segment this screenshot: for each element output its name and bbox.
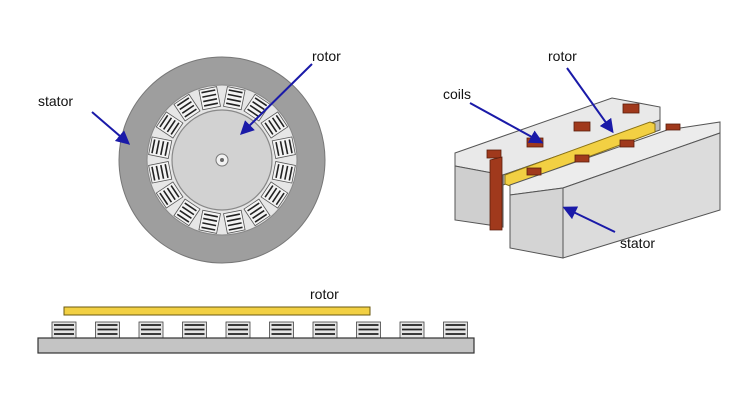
linear-coil [51,321,77,339]
stator-slot [173,198,201,227]
linear-coil [356,321,381,339]
stator-slot [148,161,173,184]
rotor-label-linear: rotor [310,286,339,302]
coil-top [486,149,502,159]
stator-slot [155,111,184,139]
coil-front [489,156,503,231]
stator-slot [155,181,184,209]
rotor-shaft-center [220,158,224,162]
stator-slot [223,209,246,234]
stator-slot [260,111,289,139]
stator-slot [271,136,296,159]
coils-arrow [469,102,544,144]
linear-coil [95,321,120,339]
linear-coil [399,321,425,339]
rotor-strip [63,306,371,316]
stator-label-right: stator [620,235,656,251]
stator-arrow-left [91,111,131,145]
linear-coil [269,321,294,339]
rotor-label-right: rotor [548,48,577,64]
rotor-label-left: rotor [312,48,341,64]
stator-slot [198,86,221,111]
stator-slot [223,86,246,111]
coils-label: coils [443,86,472,102]
stator-arrow-right [562,206,616,233]
stator-slot [148,136,173,159]
stator-slot [243,93,271,122]
linear-coil [443,321,468,339]
coil-top [622,103,640,114]
coil-front-top [526,167,542,176]
coil-top [573,121,591,132]
coil-front-top [619,139,635,148]
coil-front-top [574,154,590,163]
stator-label-left: stator [38,93,74,109]
stator-slot [173,93,201,122]
stator-slot [198,209,221,234]
stator-slot [271,161,296,184]
rotor-bar [504,121,656,187]
coil-front-top [665,123,681,131]
linear-coil-row [51,321,468,339]
linear-base [37,337,475,354]
rotor-arrow-right [566,67,614,134]
stator-slot-ring [148,86,296,234]
stator-slot [260,181,289,209]
rotor-arrow-left [240,63,313,135]
stator-slot [243,198,271,227]
